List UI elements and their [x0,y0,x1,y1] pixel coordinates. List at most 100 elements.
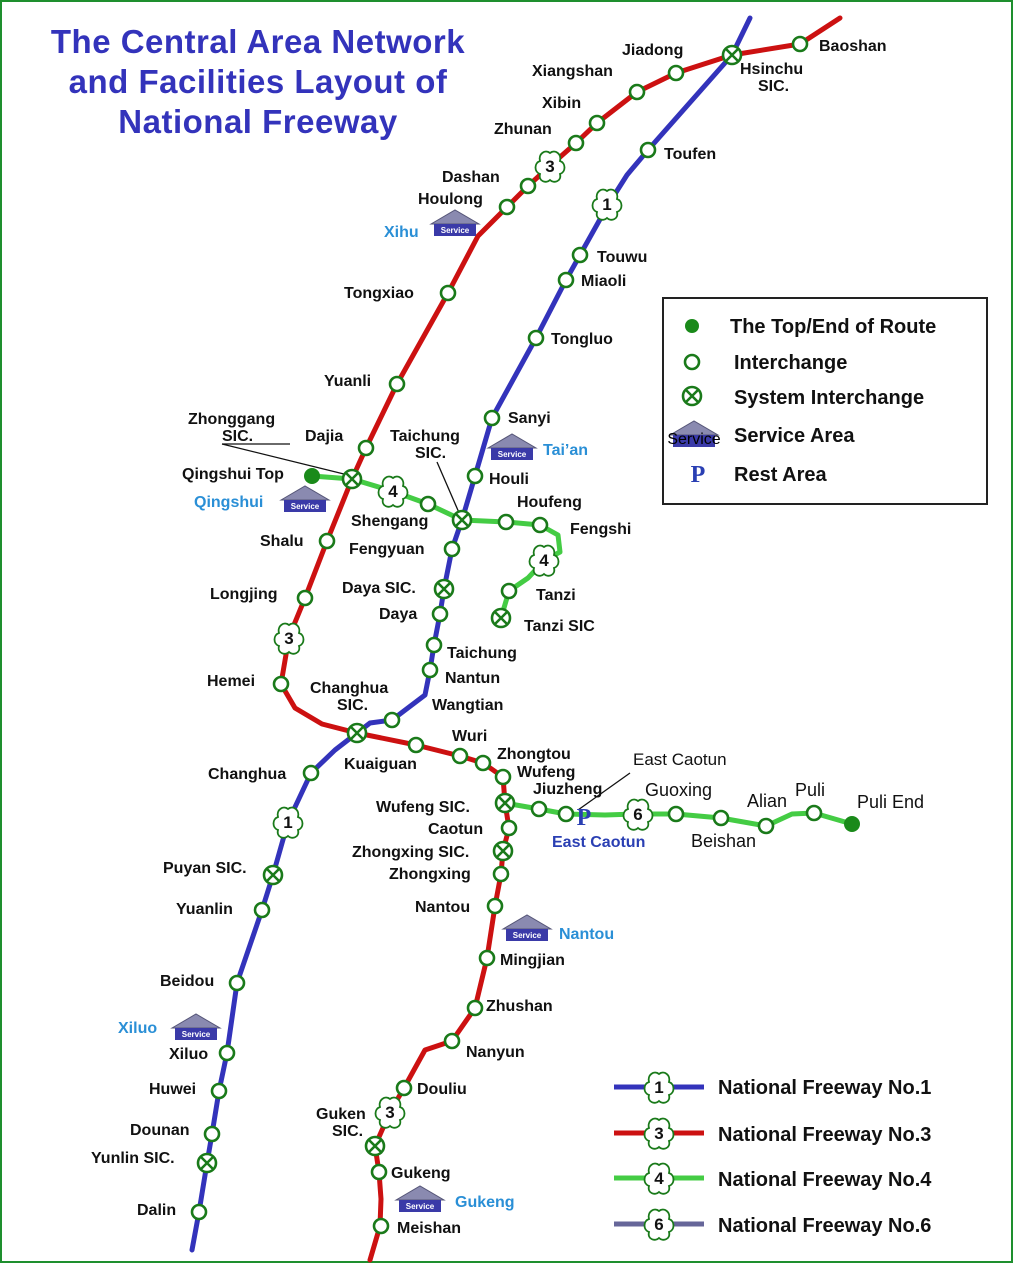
node-wufeng [494,768,512,786]
symbol-legend-svg: The Top/End of Route Interchange System … [667,316,936,488]
label-zhongxing-sic: Zhongxing SIC. [352,844,469,861]
label-mingjian: Mingjian [500,952,565,969]
node-baoshan [791,35,809,53]
label-changhua: Changhua [208,766,286,783]
node-zhunan [567,134,585,152]
svg-text:Service: Service [513,931,542,940]
sic-zhonggang [341,468,363,490]
node-tongluo [527,329,545,347]
freeway-legend-3: 3 National Freeway No.3 [614,1117,931,1150]
sic-yunlin [196,1152,218,1174]
label-beishan: Beishan [691,831,756,851]
svg-text:3: 3 [284,629,293,648]
node-jiadong [667,64,685,82]
rest-area-east-caotun: P [577,805,592,831]
freeway-legend-4-label: National Freeway No.4 [718,1169,932,1191]
node-wangtian [383,711,401,729]
sic-puyan [262,864,284,886]
node-taichung [425,636,443,654]
node-xiluo [218,1044,236,1062]
label-touwu: Touwu [597,249,647,266]
node-daya [431,605,449,623]
legend-service-area: Service Service Area [667,420,855,448]
map-title: The Central Area Network and Facilities … [8,22,508,142]
node-meishan [372,1217,390,1235]
node-shengang [419,495,437,513]
svg-text:Service: Service [498,450,527,459]
freeway-legend-3-label: National Freeway No.3 [718,1124,931,1146]
label-caotun: Caotun [428,821,483,838]
label-taian-sa: Tai’an [543,442,588,459]
label-tongxiao: Tongxiao [344,285,414,302]
label-fengshi: Fengshi [570,521,631,538]
label-kuaiguan: Kuaiguan [344,756,417,773]
node-zhongtou [474,754,492,772]
node-yuanlin [253,901,271,919]
sic-guken [364,1135,386,1157]
label-changhua-sic-2: SIC. [337,697,368,714]
label-puli-end: Puli End [857,792,924,812]
label-sanyi: Sanyi [508,410,551,427]
title-line-2: and Facilities Layout of [68,63,448,100]
service-area-xiluo: Service [171,1013,221,1041]
node-puli [805,804,823,822]
label-zhonggang-1: Zhonggang [188,411,275,428]
leader-taichung-sic [436,461,461,516]
svg-text:3: 3 [385,1103,394,1122]
node-tanzi [500,582,518,600]
route-shield-3-north: 3 [534,150,566,183]
legend-system-interchange-label: System Interchange [734,387,924,409]
title-line-3: National Freeway [118,103,398,140]
service-area-xihu: Service [430,209,480,237]
label-hsinchu-1: Hsinchu [740,61,803,78]
route-shield-3-central: 3 [273,622,305,655]
label-yuanli: Yuanli [324,373,371,390]
svg-text:3: 3 [654,1124,663,1143]
label-nantou: Nantou [415,899,470,916]
route-shield-4-west: 4 [377,475,409,508]
label-puli: Puli [795,780,825,800]
sic-zhongxing [492,840,514,862]
freeway-legend-4: 4 National Freeway No.4 [614,1162,932,1195]
sic-wufeng [494,792,516,814]
svg-text:1: 1 [283,813,292,832]
service-area-nantou: Service [502,914,552,942]
legend-service-area-icon: Service [667,420,721,448]
node-jiuzheng [530,800,548,818]
label-xiluo: Xiluo [169,1046,208,1063]
sic-taichung [451,509,473,531]
label-gukeng: Gukeng [391,1165,451,1182]
label-taichung: Taichung [447,645,517,662]
node-guoxing [667,805,685,823]
service-area-gukeng: Service [395,1185,445,1213]
label-nanyun: Nanyun [466,1044,525,1061]
svg-text:1: 1 [602,195,611,214]
node-zhushan [466,999,484,1017]
label-qingshui-top: Qingshui Top [182,466,284,483]
label-taichung-sic-2: SIC. [415,445,446,462]
node-miaoli [557,271,575,289]
label-zhushan: Zhushan [486,998,553,1015]
label-wufeng: Wufeng [517,764,575,781]
svg-text:Service: Service [291,502,320,511]
legend-rest-area-label: Rest Area [734,464,828,486]
interchange-nodes [190,35,823,1235]
label-dajia: Dajia [305,428,343,445]
node-shalu [318,532,336,550]
freeway-legend-1: 1 National Freeway No.1 [614,1071,931,1104]
node-xiangshan [628,83,646,101]
node-dalin [190,1203,208,1221]
freeway-legend: 1 National Freeway No.1 3 National Freew… [614,1071,932,1241]
label-baoshan: Baoshan [819,38,887,55]
label-nantou-sa: Nantou [559,926,614,943]
freeway-legend-6-label: National Freeway No.6 [718,1215,931,1237]
node-beishan [712,809,730,827]
label-douliu: Douliu [417,1081,467,1098]
node-tongxiao [439,284,457,302]
node-wuri [451,747,469,765]
label-hemei: Hemei [207,673,255,690]
legend-endpoint: The Top/End of Route [685,316,936,338]
label-fengyuan: Fengyuan [349,541,425,558]
freeway-3-line [278,15,843,1263]
